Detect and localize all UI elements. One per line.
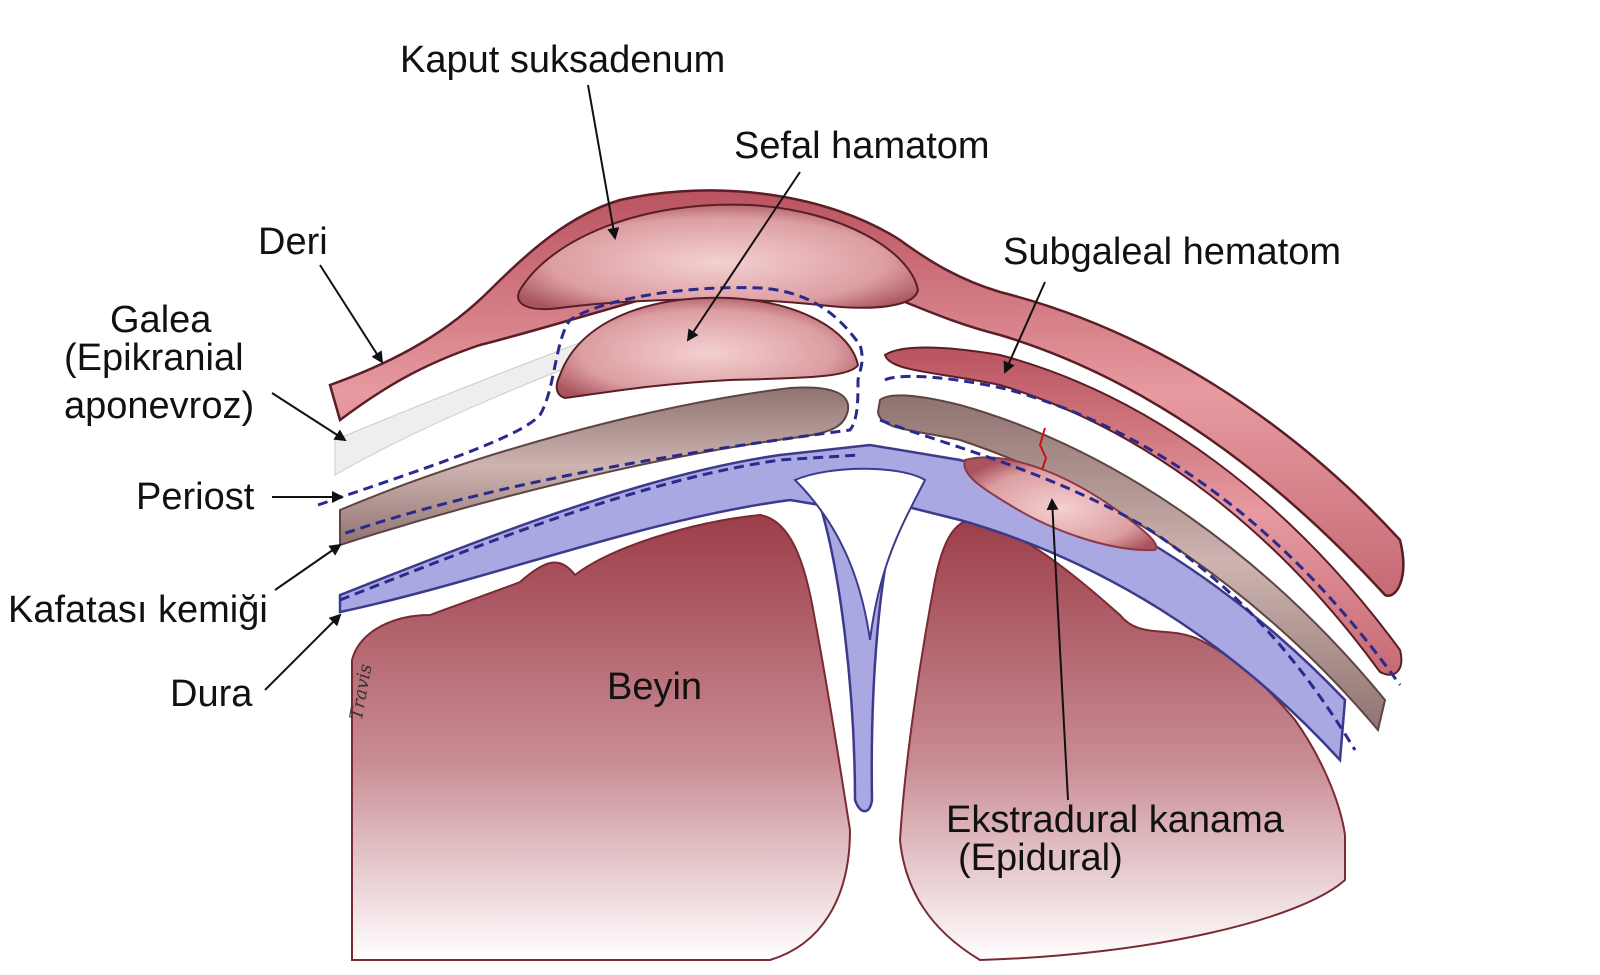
- cephalhematoma: [555, 296, 860, 400]
- label-galea-epikranial: (Epikranial: [64, 337, 244, 379]
- label-dura: Dura: [170, 673, 253, 715]
- arrow-subgaleal: [1003, 281, 1046, 374]
- arrow-kafatasi: [274, 543, 342, 591]
- arrow-sefal: [686, 171, 801, 342]
- arrow-deri: [319, 264, 384, 364]
- label-sefal-hamatom: Sefal hamatom: [734, 125, 990, 167]
- periost-dashed-right-inner: [879, 418, 1357, 751]
- label-galea: Galea: [110, 299, 212, 341]
- label-epidural: (Epidural): [958, 837, 1123, 879]
- extradural-hematoma: [963, 456, 1158, 552]
- label-ekstradural-kanama: Ekstradural kanama: [946, 799, 1284, 841]
- subgaleal-hematoma: [883, 346, 1403, 676]
- falx-space: [793, 467, 927, 641]
- label-periost: Periost: [136, 476, 255, 518]
- label-subgaleal-hematom: Subgaleal hematom: [1003, 231, 1341, 273]
- arrow-galea: [271, 392, 347, 442]
- periost-dashed-left: [317, 286, 864, 537]
- skull-fracture: [1038, 427, 1048, 471]
- periost-dashed-right: [884, 374, 1402, 686]
- label-kaput-suksadenum: Kaput suksadenum: [400, 39, 726, 81]
- label-deri: Deri: [258, 221, 328, 263]
- arrow-dura: [264, 613, 342, 691]
- dura-dashed-outline: [339, 453, 861, 602]
- brain-left-lobe: [351, 513, 852, 961]
- arrow-kaput: [587, 84, 620, 240]
- label-galea-aponevroz: aponevroz): [64, 385, 255, 427]
- arrow-ekstradural: [1046, 498, 1069, 801]
- skull-bone-left: [339, 386, 850, 547]
- label-beyin: Beyin: [607, 666, 703, 708]
- label-kafatasi-kemigi: Kafatası kemiği: [8, 589, 268, 631]
- skull-bone-right: [876, 394, 1387, 733]
